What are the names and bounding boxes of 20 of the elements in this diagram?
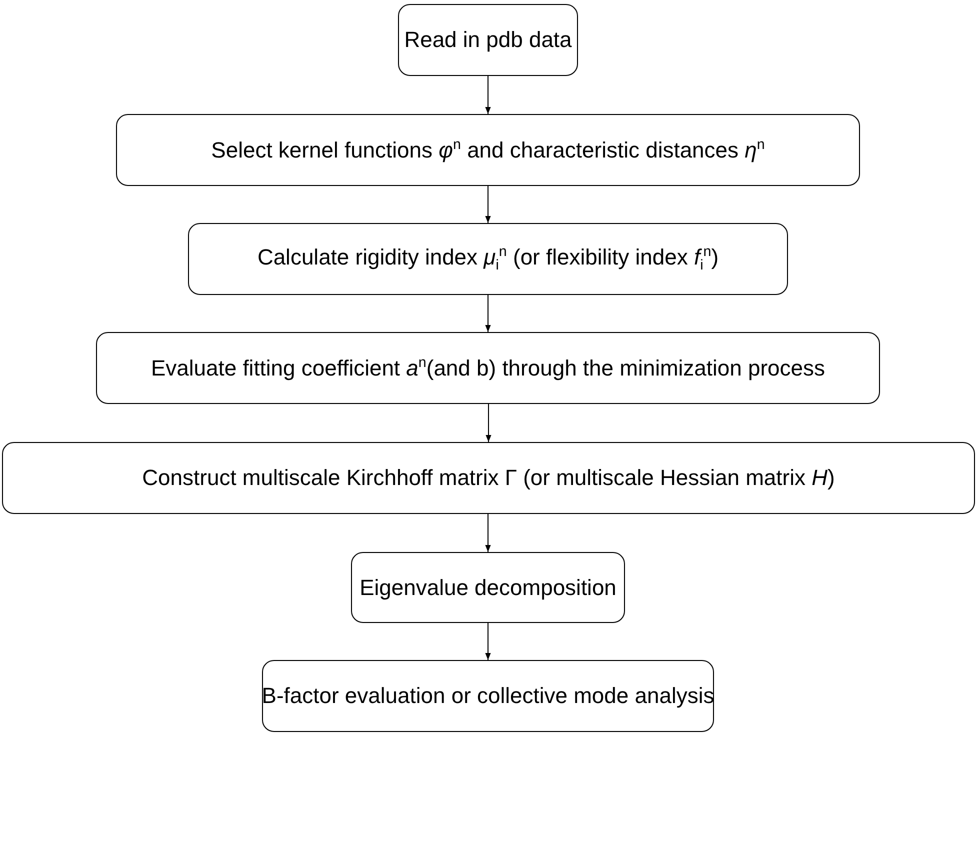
arrow	[485, 622, 491, 660]
process-box	[351, 552, 625, 623]
step-text: Read in pdb data	[404, 27, 572, 53]
step-text: B-factor evaluation or collective mode analysis	[262, 683, 714, 709]
arrow	[485, 76, 491, 114]
step-text: Select kernel functions φ$^{n}$ and characteristic distances η$^{n}$	[211, 136, 765, 164]
arrow	[486, 404, 492, 442]
process-box	[96, 332, 880, 404]
arrow	[485, 186, 491, 224]
step-text: Construct multiscale Kirchhoff matrix Γ (or multiscale Hessian matrix H)	[142, 465, 835, 491]
process-box	[188, 223, 788, 295]
process-box	[2, 442, 975, 514]
process-box	[262, 660, 714, 732]
arrow	[485, 294, 491, 332]
step-text: Evaluate fitting coefficient a$^{n}$(and b) through the minimization process	[150, 354, 826, 382]
process-box	[116, 114, 860, 186]
step-text: Calculate rigidity index μ$_{i}$$^{n}$ (or flexibility index f$_{i}$$^{n}$)	[257, 244, 719, 274]
process-box	[398, 4, 578, 76]
step-text: Eigenvalue decomposition	[360, 574, 616, 600]
arrow	[485, 514, 491, 552]
